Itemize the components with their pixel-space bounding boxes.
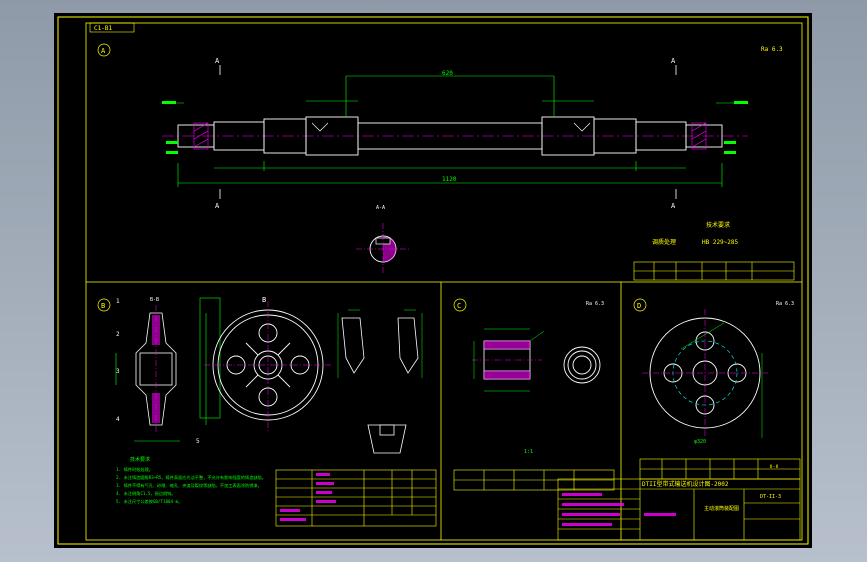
spec-line: HB 229~285 [702,239,739,246]
view-d-label: D [637,302,641,310]
sheet-code: Ⅱ-Ⅱ [770,464,778,470]
bushing-hatch [484,341,530,379]
svg-text:5: 5 [196,438,200,445]
view-b-marker [97,298,111,312]
drawing-code: DT-II-3 [760,494,781,500]
section-mark-top-right: A [671,57,676,65]
section-mark-top-left: A [215,57,220,65]
drawing-sheet: C1-B1 A Ra 6.3 [54,13,812,548]
rib-dims [337,309,423,378]
leader-marks [162,101,748,154]
svg-text:5. 未注尺寸公差按GB/T1804-m。: 5. 未注尺寸公差按GB/T1804-m。 [116,498,182,505]
view-c-bushing: C Ra 6.3 1:1 [453,298,615,491]
view-b-hub: B B-B 1 2 3 4 5 B [97,296,437,527]
parts-list-b-text [280,473,336,521]
view-d-note: Ra 6.3 [776,301,794,307]
section-cut-markers [219,65,677,199]
svg-text:3: 3 [116,368,120,375]
tech-title-b: 技术要求 [130,456,150,463]
bushing-dims [473,328,545,392]
sheet-tag: C1-B1 [94,25,112,32]
view-c-marker [453,298,467,312]
shaft-outline [177,116,723,156]
outer-border [57,16,809,545]
svg-text:4: 4 [116,416,120,423]
end-disc-centerlines [642,309,768,437]
hub-section-label: B-B [150,297,159,303]
svg-text:3. 铸件不得有气孔、砂眼、缩孔、夹渣及裂纹等缺陷，不加工表: 3. 铸件不得有气孔、砂眼、缩孔、夹渣及裂纹等缺陷，不加工表面涂防锈漆。 [116,482,262,489]
hub-dims [115,313,207,442]
overall-dim: 1120 [442,176,457,183]
title-block-grid [557,458,801,541]
center-dim: 620 [442,70,453,77]
end-disc-dim: φ320 [694,439,706,445]
section-label: A-A [376,205,385,211]
svg-text:1: 1 [116,298,120,305]
keyway-marks [311,122,591,132]
view-d-marker [633,298,647,312]
section-mark-bottom-right: A [671,202,676,210]
tech-notes-b: 1. 铸件时效处理。 2. 未注铸造圆角R3~R5，铸件表面应光洁平整，不允许有… [116,466,266,505]
bushing-front [563,346,601,384]
rib-details [341,317,419,454]
shaft-dimensions [164,75,736,187]
bearing-hatch [193,122,707,150]
disc-centerlines [204,301,332,433]
view-a-marker [97,43,111,57]
view-d-disc: D Ra 6.3 φ320 [633,298,794,445]
view-b-label: B [101,302,105,310]
title-block: DTII型带式输送机设计图-2002 主动滚筒装配图 DT-II-3 Ⅱ-Ⅱ [557,458,801,541]
svg-text:2. 未注铸造圆角R3~R5，铸件表面应光洁平整，不允许有影: 2. 未注铸造圆角R3~R5，铸件表面应光洁平整，不允许有影响强度的铸造缺陷。 [116,474,266,481]
inner-border [85,22,803,541]
sheet-tag-box [89,22,135,33]
svg-text:1. 铸件时效处理。: 1. 铸件时效处理。 [116,466,153,473]
title-main: DTII型带式输送机设计图-2002 [642,480,729,488]
drawing-name: 主动滚筒装配图 [704,505,739,512]
flange-box [199,297,221,419]
hub-part-numbers: 1 2 3 4 5 [116,298,200,445]
table-a [633,261,795,281]
view-c-label: C [457,302,461,310]
view-a-note: Ra 6.3 [761,46,783,53]
parts-list-b [275,469,437,527]
disc-view-label: B [262,296,266,304]
section-mark-bottom-left: A [215,202,220,210]
svg-text:2: 2 [116,331,120,338]
bushing-scale: 1:1 [524,449,533,455]
cad-drawing: C1-B1 A Ra 6.3 [57,16,809,545]
spec-prefix: 调质处理 [652,238,676,246]
tech-title-a: 技术要求 [706,221,730,229]
table-c [453,469,615,491]
title-block-text [562,493,676,526]
svg-text:4. 未注倒角C1.5，锐边倒钝。: 4. 未注倒角C1.5，锐边倒钝。 [116,490,176,497]
view-a-label: A [101,47,106,55]
view-c-note: Ra 6.3 [586,301,604,307]
view-a-shaft: A Ra 6.3 [97,43,795,281]
